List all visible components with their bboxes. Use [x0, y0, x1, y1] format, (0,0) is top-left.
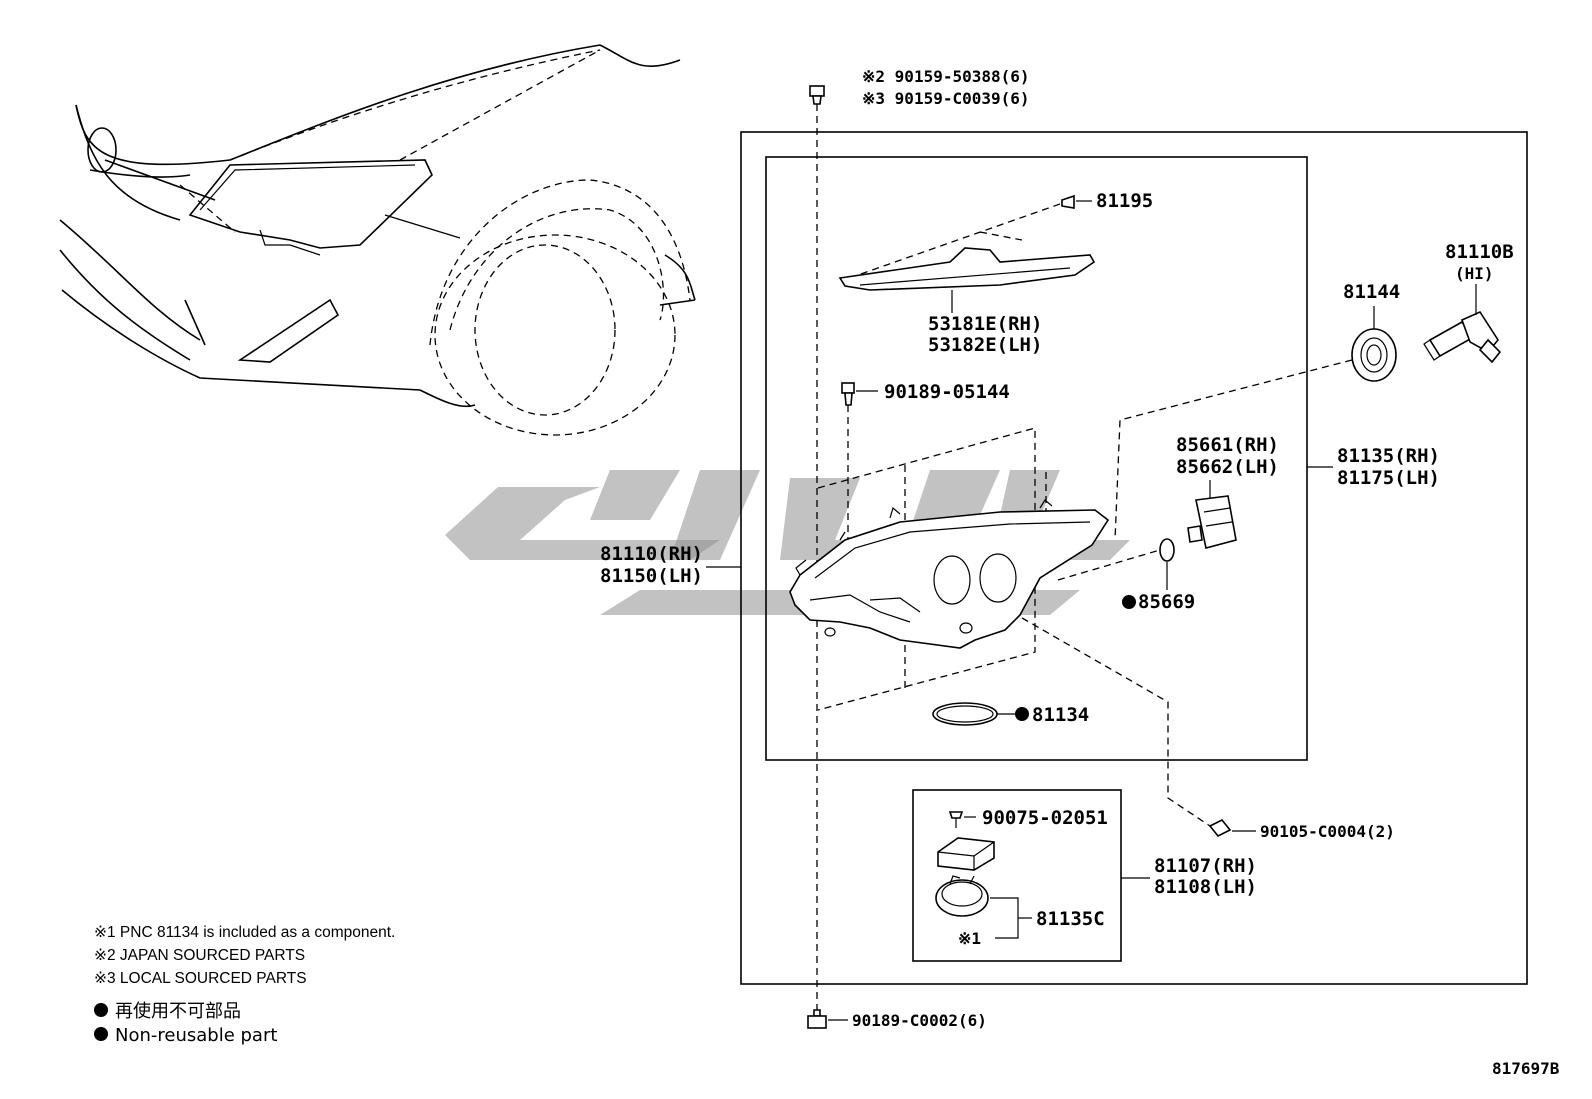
- label-cover-lh: 53182E(LH): [928, 334, 1042, 356]
- legend-jp: 再使用不可部品: [115, 1001, 241, 1022]
- label-bolt-top-jp: ※2 90159-50388(6): [862, 67, 1030, 86]
- label-comp-rh: 81107(RH): [1154, 855, 1257, 877]
- label-bulb-sub: (HI): [1455, 264, 1494, 283]
- note-2: ※2 JAPAN SOURCED PARTS: [94, 947, 305, 964]
- label-motor-lh: 85662(LH): [1176, 456, 1279, 478]
- headlamp-assembly-illustration: [789, 427, 1110, 711]
- label-assy-rh: 81110(RH): [600, 543, 703, 565]
- label-81134: 81134: [1032, 704, 1089, 726]
- label-unit-rh: 81135(RH): [1337, 445, 1440, 467]
- label-assy-lh: 81150(LH): [600, 565, 703, 587]
- label-bolt-top-local: ※3 90159-C0039(6): [862, 89, 1030, 108]
- label-81135c: 81135C: [1036, 908, 1105, 930]
- label-cover-rh: 53181E(RH): [928, 313, 1042, 335]
- non-reusable-dot-81134: [1015, 707, 1029, 721]
- label-bulb: 81110B: [1445, 241, 1514, 263]
- label-90075-02051: 90075-02051: [982, 807, 1108, 829]
- legend-en: Non-reusable part: [115, 1025, 277, 1046]
- leveling-motor-icon: [1187, 495, 1237, 549]
- assembly-outer-frame: [740, 131, 1528, 985]
- label-90105: 90105-C0004(2): [1260, 822, 1395, 841]
- headlamp-cover-part: [838, 247, 1096, 291]
- bulb-icon: [1423, 310, 1502, 364]
- ballast-module-icon: [937, 837, 995, 871]
- label-90189-05144: 90189-05144: [884, 381, 1010, 403]
- label-motor-rh: 85661(RH): [1176, 434, 1279, 456]
- label-unit-lh: 81175(LH): [1337, 467, 1440, 489]
- label-socket-note: ※1: [958, 929, 981, 948]
- bolt-bottom-icon: [807, 1009, 827, 1029]
- non-reusable-dot-85669: [1122, 595, 1136, 609]
- bolt-top-icon: [809, 85, 825, 105]
- computer-subassembly-frame: [912, 789, 1122, 962]
- socket-icon: [935, 875, 989, 917]
- headlamp-unit-frame: [765, 156, 1308, 761]
- vehicle-front-illustration: [59, 44, 696, 436]
- screw-small-icon: [948, 811, 964, 828]
- label-comp-lh: 81108(LH): [1154, 876, 1257, 898]
- note-3: ※3 LOCAL SOURCED PARTS: [94, 970, 307, 987]
- label-81144: 81144: [1343, 281, 1400, 303]
- label-85669: 85669: [1138, 591, 1195, 613]
- dust-cap-icon: [1351, 328, 1397, 382]
- legend-dot-en: [94, 1027, 108, 1041]
- legend-dot-jp: [94, 1003, 108, 1017]
- screw-icon: [841, 382, 855, 406]
- label-bolt-bottom: 90189-C0002(6): [852, 1011, 987, 1030]
- screw-90105-icon: [1208, 818, 1232, 838]
- label-81195: 81195: [1096, 190, 1153, 212]
- note-1: ※1 PNC 81134 is included as a component.: [94, 924, 395, 941]
- clip-icon: [1061, 194, 1075, 209]
- figure-id: 817697B: [1492, 1059, 1560, 1078]
- gasket-icon: [932, 702, 998, 726]
- o-ring-icon: [1159, 538, 1175, 562]
